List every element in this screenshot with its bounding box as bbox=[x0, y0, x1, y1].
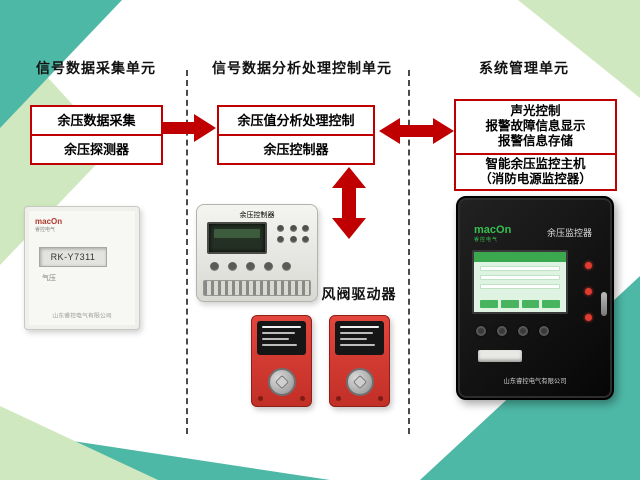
box-line: 余压值分析处理控制 bbox=[237, 112, 355, 128]
column-header-management: 系统管理单元 bbox=[479, 60, 569, 76]
controller-button-grid bbox=[277, 225, 311, 243]
box-row: 余压值分析处理控制 bbox=[219, 107, 373, 134]
detector-brand-logo: macOn 睿控电气 bbox=[35, 216, 62, 234]
box-line: 报警信息存储 bbox=[497, 134, 573, 149]
monitor-lcd-screen bbox=[472, 250, 568, 314]
cabinet-printer-slot bbox=[478, 350, 522, 362]
actuator-label-plate bbox=[335, 321, 384, 355]
box-line: 余压数据采集 bbox=[57, 112, 136, 128]
brand-subtext: 睿控电气 bbox=[35, 227, 56, 233]
valve-driver-label: 风阀驱动器 bbox=[321, 286, 397, 302]
box-row: 声光控制 报警故障信息显示 报警信息存储 bbox=[456, 101, 615, 153]
brand-subtext: 睿控电气 bbox=[474, 237, 499, 243]
cabinet-header: macOn 睿控电气 余压监控器 bbox=[474, 224, 592, 245]
box-row: 余压数据采集 bbox=[32, 107, 161, 134]
screen-title-bar bbox=[474, 252, 566, 262]
screen-data-rows bbox=[474, 262, 566, 293]
device-valve-actuator-1 bbox=[251, 315, 312, 407]
box-line: （消防电源监控器） bbox=[479, 171, 592, 186]
device-monitor-host: macOn 睿控电气 余压监控器 山东睿控电气有限公司 bbox=[456, 196, 614, 400]
brand-text: macOn bbox=[474, 224, 512, 236]
cabinet-device-name: 余压监控器 bbox=[546, 228, 592, 238]
brand-text: macOn bbox=[35, 217, 63, 226]
detector-display: RK-Y7311 bbox=[39, 247, 107, 267]
controller-name: 余压控制器 bbox=[239, 212, 275, 219]
box-row: 智能余压监控主机 （消防电源监控器） bbox=[456, 152, 615, 189]
box-row: 余压控制器 bbox=[219, 134, 373, 163]
cabinet-button-row bbox=[476, 326, 549, 336]
indicator-led bbox=[585, 288, 592, 295]
box-system-management: 声光控制 报警故障信息显示 报警信息存储 智能余压监控主机 （消防电源监控器） bbox=[454, 99, 617, 191]
box-analysis-control: 余压值分析处理控制 余压控制器 bbox=[217, 105, 375, 165]
box-line: 余压探测器 bbox=[63, 141, 129, 157]
controller-terminal-block bbox=[203, 280, 311, 296]
column-separator-right bbox=[408, 70, 410, 434]
actuator-shaft-hub bbox=[345, 368, 374, 396]
indicator-led bbox=[585, 314, 592, 321]
column-separator-left bbox=[186, 70, 188, 434]
cabinet-company: 山东睿控电气有限公司 bbox=[503, 378, 567, 385]
arrow-bidirectional-processing-management bbox=[379, 118, 454, 144]
box-line: 智能余压监控主机 bbox=[485, 156, 586, 171]
detector-caption: 气压 bbox=[42, 275, 56, 282]
column-header-acquisition: 信号数据采集单元 bbox=[36, 60, 156, 76]
column-header-processing: 信号数据分析处理控制单元 bbox=[212, 60, 392, 76]
controller-lcd-screen bbox=[207, 222, 267, 254]
actuator-shaft-hub bbox=[267, 368, 296, 396]
cabinet-door-handle bbox=[601, 292, 607, 316]
box-signal-acquisition: 余压数据采集 余压探测器 bbox=[30, 105, 163, 165]
actuator-shaft bbox=[274, 374, 289, 390]
device-valve-actuator-2 bbox=[329, 315, 390, 407]
detector-company: 山东睿控电气有限公司 bbox=[52, 313, 112, 320]
actuator-shaft bbox=[352, 374, 367, 390]
detector-model: RK-Y7311 bbox=[50, 252, 96, 262]
screen-soft-buttons bbox=[480, 300, 560, 308]
box-row: 余压探测器 bbox=[32, 134, 161, 163]
arrow-bidirectional-controller-valve bbox=[332, 167, 366, 239]
cabinet-brand-logo: macOn 睿控电气 bbox=[474, 224, 511, 245]
controller-button-row bbox=[210, 262, 291, 271]
device-pressure-detector: macOn 睿控电气 RK-Y7311 气压 山东睿控电气有限公司 bbox=[24, 206, 140, 330]
box-line: 余压控制器 bbox=[263, 141, 329, 157]
box-line: 报警故障信息显示 bbox=[485, 119, 586, 134]
arrow-right-acquisition-to-processing bbox=[163, 114, 216, 142]
actuator-label-plate bbox=[257, 321, 306, 355]
indicator-led bbox=[585, 262, 592, 269]
device-pressure-controller: 余压控制器 bbox=[196, 204, 318, 302]
box-line: 声光控制 bbox=[510, 104, 561, 119]
